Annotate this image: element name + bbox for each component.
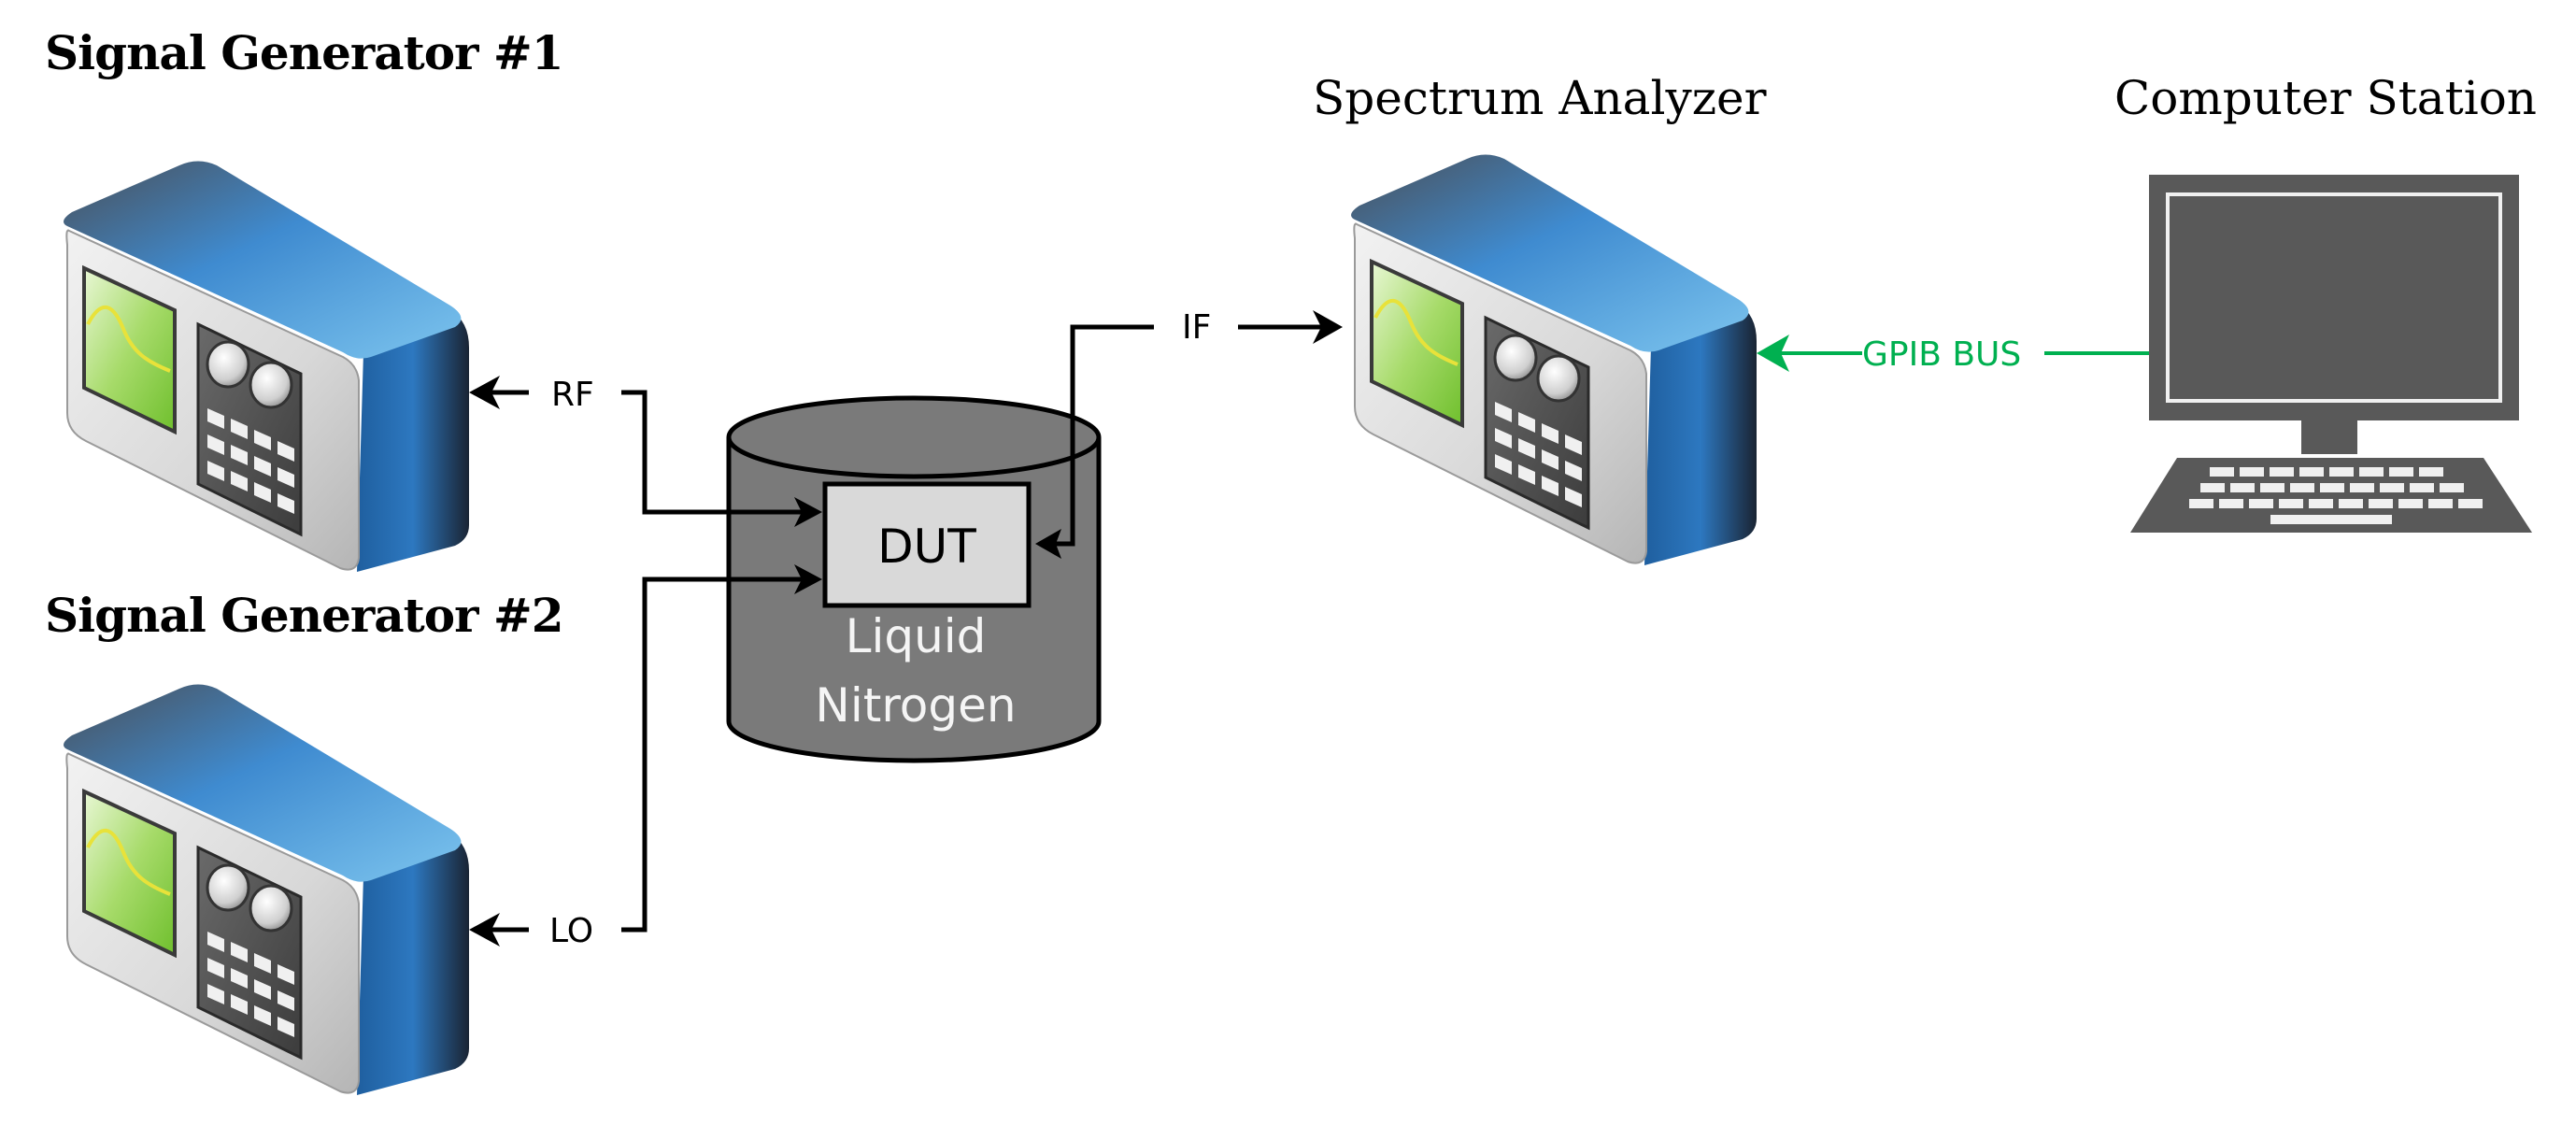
nitrogen-label: Nitrogen: [815, 678, 1016, 733]
rf-dut-arrowhead: [794, 497, 822, 527]
if-arrowhead: [1313, 310, 1343, 344]
computer-station-title: Computer Station: [2114, 71, 2537, 125]
if-label: IF: [1182, 308, 1211, 347]
lo-dut-arrowhead: [794, 564, 822, 594]
lo-label: LO: [549, 912, 593, 950]
rf-arrowhead: [469, 376, 500, 409]
gpib-arrowhead: [1757, 335, 1789, 372]
dut-label: DUT: [877, 520, 976, 574]
keyboard-keys: [2189, 467, 2483, 524]
if-dut-arrowhead: [1035, 529, 1061, 559]
signal-generator-1-icon: [62, 159, 471, 574]
signal-generator-2-icon: [62, 682, 471, 1097]
if-connection: [1042, 324, 1331, 547]
computer-monitor-icon: [2130, 175, 2532, 533]
signal-generator-2-title: Signal Generator #2: [45, 588, 563, 643]
lo-arrowhead: [469, 913, 500, 947]
signal-generator-1-title: Signal Generator #1: [45, 25, 563, 80]
gpib-bus-label: GPIB BUS: [1862, 335, 2021, 374]
spectrum-analyzer-icon: [1349, 152, 1758, 567]
rf-label: RF: [551, 376, 594, 414]
dut-box: [822, 481, 1032, 608]
spectrum-analyzer-title: Spectrum Analyzer: [1313, 71, 1767, 125]
liquid-label: Liquid: [846, 609, 987, 663]
